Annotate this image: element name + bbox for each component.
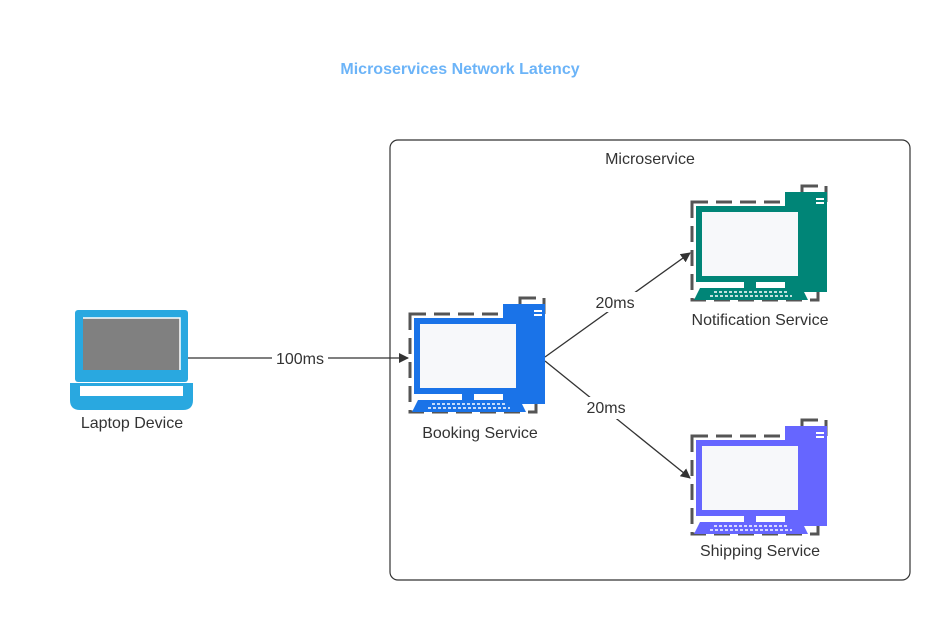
- microservice-group-border: [389, 139, 911, 581]
- desktop-computer-icon: [690, 184, 828, 302]
- edge-label-bg: [582, 397, 630, 419]
- edge-laptop-to-booking-label: 100ms: [276, 351, 324, 368]
- desktop-computer-icon: [690, 418, 828, 536]
- node-notification-label: Notification Service: [692, 312, 829, 329]
- microservice-group[interactable]: Microservice: [389, 139, 911, 581]
- node-booking-service[interactable]: [408, 296, 546, 414]
- diagram-title: Microservices Network Latency: [340, 61, 579, 78]
- edge-booking-to-shipping[interactable]: 20ms: [544, 360, 691, 479]
- edge-booking-to-shipping-label: 20ms: [586, 400, 625, 417]
- node-shipping-label: Shipping Service: [700, 543, 820, 560]
- node-shipping-service[interactable]: [690, 418, 828, 536]
- edge-label-bg: [592, 292, 638, 312]
- edge-laptop-to-booking[interactable]: 100ms: [188, 347, 409, 369]
- edge-label-bg: [272, 347, 328, 369]
- laptop-icon: [70, 310, 193, 410]
- edge-booking-to-shipping-line: [544, 360, 691, 479]
- node-laptop-label: Laptop Device: [81, 415, 183, 432]
- desktop-computer-icon: [408, 296, 546, 414]
- node-booking-label: Booking Service: [422, 425, 538, 442]
- node-laptop-device[interactable]: Laptop Device: [70, 310, 193, 432]
- microservice-group-label: Microservice: [605, 151, 695, 168]
- node-notification-service[interactable]: [690, 184, 828, 302]
- edge-booking-to-notification[interactable]: 20ms: [544, 252, 691, 358]
- edge-booking-to-notification-label: 20ms: [595, 295, 634, 312]
